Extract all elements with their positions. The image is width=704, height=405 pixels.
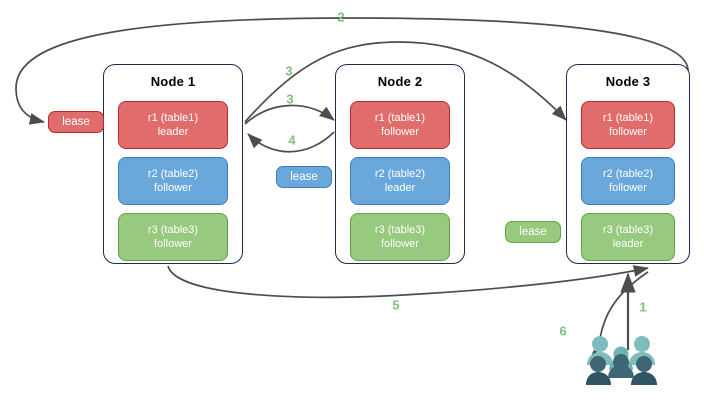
lease-badge-green[interactable]: lease [505, 221, 561, 243]
edge-5-path [167, 265, 649, 299]
edge-label-1: 1 [639, 299, 647, 315]
replica-name: r3 (table3) [147, 224, 199, 236]
replica-node1-r3[interactable]: r3 (table3) follower [118, 213, 228, 261]
edge-label-3a: 3 [285, 63, 293, 79]
replica-name: r2 (table2) [147, 168, 199, 180]
replica-role: follower [154, 182, 192, 194]
replica-name: r1 (table1) [374, 112, 426, 124]
replica-role: follower [609, 182, 647, 194]
edge-label-2: 2 [337, 9, 345, 25]
replica-role: follower [609, 126, 647, 138]
replica-name: r2 (table2) [602, 168, 654, 180]
node-card-node1[interactable]: Node 1 r1 (table1) leader r2 (table2) fo… [103, 64, 243, 264]
replica-name: r2 (table2) [374, 168, 426, 180]
clients-group[interactable] [586, 332, 658, 388]
edge-label-3b: 3 [286, 91, 294, 107]
node-title: Node 1 [150, 74, 196, 89]
edge-label-5: 5 [392, 297, 400, 313]
lease-label: lease [519, 226, 547, 238]
node-title: Node 3 [605, 74, 651, 89]
replica-node3-r1[interactable]: r1 (table1) follower [581, 101, 675, 149]
people-group-icon [586, 336, 657, 385]
replica-role: leader [612, 238, 644, 250]
replica-node3-r3[interactable]: r3 (table3) leader [581, 213, 675, 261]
edge-3b-path [244, 104, 335, 125]
replica-node1-r1[interactable]: r1 (table1) leader [118, 101, 228, 149]
node-card-node2[interactable]: Node 2 r1 (table1) follower r2 (table2) … [335, 64, 465, 264]
replica-node1-r2[interactable]: r2 (table2) follower [118, 157, 228, 205]
replica-node2-r3[interactable]: r3 (table3) follower [350, 213, 450, 261]
node-title: Node 2 [377, 74, 423, 89]
replica-node2-r2[interactable]: r2 (table2) leader [350, 157, 450, 205]
lease-badge-red[interactable]: lease [48, 111, 104, 133]
lease-label: lease [62, 116, 90, 128]
node-card-node3[interactable]: Node 3 r1 (table1) follower r2 (table2) … [566, 64, 690, 264]
replica-node3-r2[interactable]: r2 (table2) follower [581, 157, 675, 205]
edge-label-4: 4 [288, 132, 296, 148]
replica-node2-r1[interactable]: r1 (table1) follower [350, 101, 450, 149]
replica-role: follower [154, 238, 192, 250]
replica-name: r1 (table1) [147, 112, 199, 124]
lease-badge-blue[interactable]: lease [276, 166, 332, 188]
replica-role: leader [157, 126, 189, 138]
replica-role: follower [381, 126, 419, 138]
replica-role: leader [384, 182, 416, 194]
replica-role: follower [381, 238, 419, 250]
lease-label: lease [290, 171, 318, 183]
replica-name: r1 (table1) [602, 112, 654, 124]
replica-name: r3 (table3) [602, 224, 654, 236]
edge-label-6: 6 [559, 323, 567, 339]
replica-name: r3 (table3) [374, 224, 426, 236]
